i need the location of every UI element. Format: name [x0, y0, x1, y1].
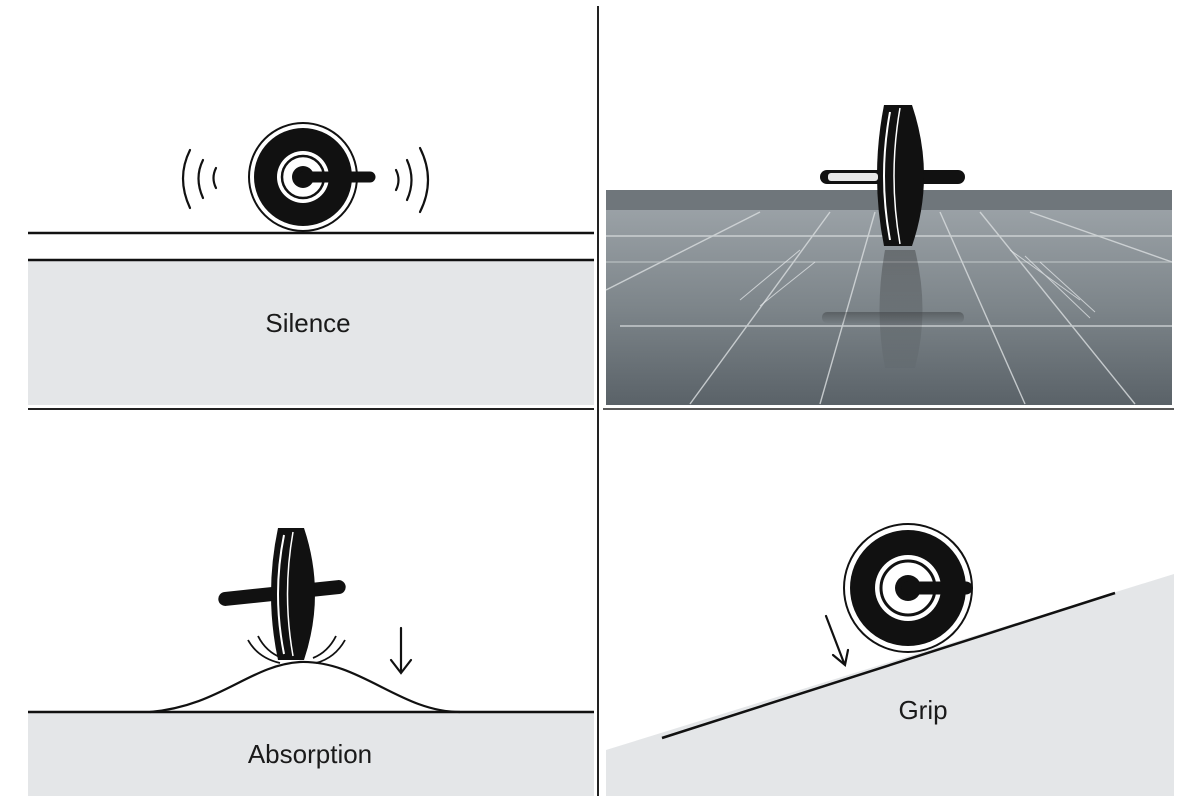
silence-surface: [28, 260, 594, 405]
wheel-icon: [248, 122, 376, 232]
silence-label: Silence: [265, 308, 350, 338]
wheel-icon: [820, 105, 965, 246]
down-arrow-icon: [824, 614, 850, 668]
wheel-reflection: [822, 250, 964, 368]
wheel-icon: [218, 528, 346, 660]
panel-silence: Silence: [28, 122, 594, 405]
wheel-icon: [843, 523, 973, 653]
absorption-surface: [28, 712, 594, 796]
panel-grip: Grip: [606, 523, 1174, 796]
panel-reflection: [605, 105, 1173, 405]
incline-line: [661, 591, 1116, 740]
incline-surface: [606, 574, 1174, 796]
panel-dividers: [28, 6, 1174, 796]
absorption-bump: [149, 660, 461, 714]
sound-wave-icon: [394, 146, 430, 214]
grip-label: Grip: [898, 695, 947, 725]
panel-absorption: Absorption: [28, 528, 594, 796]
compression-lines-icon: [247, 635, 346, 664]
motion-streaks: [739, 249, 1096, 319]
absorption-label: Absorption: [248, 739, 372, 769]
down-arrow-icon: [389, 626, 413, 675]
sound-wave-icon: [181, 148, 218, 210]
